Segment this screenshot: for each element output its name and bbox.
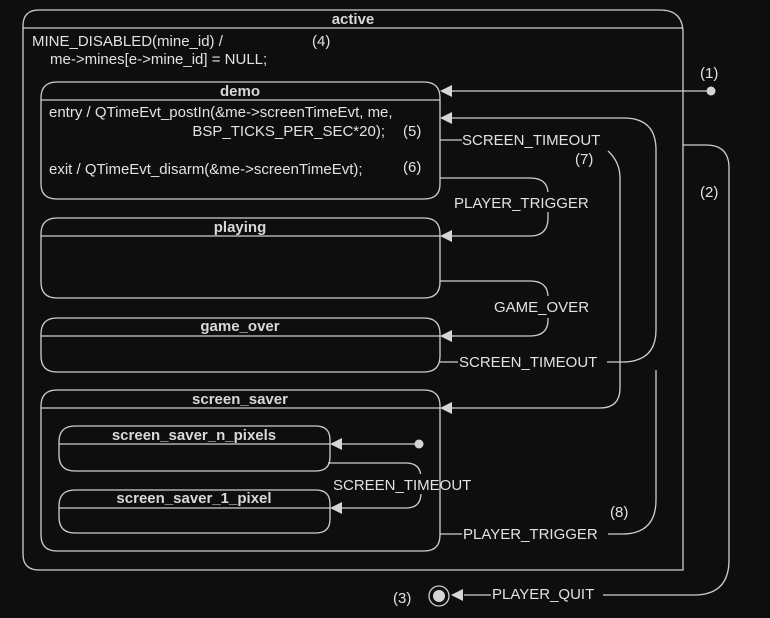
arrowhead-icon: [440, 230, 452, 242]
demo-entry-line1: entry / QTimeEvt_postIn(&me->screenTimeE…: [49, 104, 393, 121]
transition-initial[interactable]: (1): [440, 65, 718, 97]
transition-screen-saver-player-trigger[interactable]: PLAYER_TRIGGER (8): [440, 370, 657, 543]
state-screen-saver-1-pixel[interactable]: screen_saver_1_pixel: [58, 489, 331, 534]
final-state-dot: [433, 590, 445, 602]
ref-1: (1): [700, 65, 718, 82]
final-state[interactable]: (3): [393, 585, 450, 607]
arrowhead-icon: [330, 502, 342, 514]
state-game-over[interactable]: game_over: [40, 317, 441, 373]
transition-playing-game-over[interactable]: GAME_OVER: [440, 280, 600, 342]
state-screen-saver[interactable]: screen_saver: [40, 389, 441, 552]
label-background: [450, 192, 602, 212]
arrowhead-icon: [440, 85, 452, 97]
ref-4: (4): [312, 33, 330, 50]
ref-6: (6): [403, 159, 421, 176]
ref-8: (8): [610, 504, 628, 521]
final-state-ring: [428, 585, 450, 607]
arrowhead-icon: [440, 112, 452, 124]
transition-screen-saver-initial[interactable]: [330, 438, 424, 450]
ref-5: (5): [403, 123, 421, 140]
transition-label-player-trigger: PLAYER_TRIGGER: [454, 195, 589, 212]
state-active-border: [22, 9, 684, 571]
transition-screen-saver-inner-timeout[interactable]: SCREEN_TIMEOUT: [328, 462, 482, 514]
state-screen-saver-n-pixels[interactable]: screen_saver_n_pixels: [58, 425, 331, 472]
arrowhead-icon: [440, 402, 452, 414]
transition-label-screen-timeout: SCREEN_TIMEOUT: [462, 132, 600, 149]
transition-label-screen-timeout-2: SCREEN_TIMEOUT: [459, 354, 597, 371]
internal-transition-line1: MINE_DISABLED(mine_id) /: [32, 33, 224, 50]
ref-2: (2): [700, 184, 718, 201]
ref-7: (7): [575, 151, 593, 168]
state-game-over-title: game_over: [200, 318, 279, 335]
state-playing-border: [40, 217, 441, 299]
transition-label-player-quit: PLAYER_QUIT: [492, 586, 594, 603]
state-active[interactable]: active MINE_DISABLED(mine_id) / me->mine…: [22, 9, 684, 571]
state-active-title: active: [332, 11, 375, 28]
state-game-over-border: [40, 317, 441, 373]
transition-line: [452, 150, 621, 409]
state-demo[interactable]: demo entry / QTimeEvt_postIn(&me->screen…: [40, 81, 441, 200]
demo-entry-line2: BSP_TICKS_PER_SEC*20);: [192, 123, 385, 140]
label-background: [490, 296, 600, 318]
state-screen-saver-n-pixels-title: screen_saver_n_pixels: [112, 427, 276, 444]
transition-line: [603, 144, 730, 596]
state-screen-saver-n-pixels-border: [58, 425, 331, 472]
state-demo-border: [40, 81, 441, 200]
state-playing-title: playing: [214, 219, 267, 236]
state-screen-saver-title: screen_saver: [192, 391, 288, 408]
transition-label-screen-timeout-3: SCREEN_TIMEOUT: [333, 477, 471, 494]
state-screen-saver-border: [40, 389, 441, 552]
arrowhead-icon: [440, 330, 452, 342]
state-screen-saver-1-pixel-border: [58, 489, 331, 534]
state-playing[interactable]: playing: [40, 217, 441, 299]
transition-demo-player-trigger[interactable]: PLAYER_TRIGGER: [440, 177, 602, 242]
demo-exit-line: exit / QTimeEvt_disarm(&me->screenTimeEv…: [49, 161, 363, 178]
transition-line: [608, 370, 657, 535]
state-demo-title: demo: [220, 83, 260, 100]
ref-3: (3): [393, 590, 411, 607]
transition-demo-screen-timeout[interactable]: SCREEN_TIMEOUT (7): [440, 132, 621, 414]
label-background: [330, 474, 482, 494]
internal-transition-line2: me->mines[e->mine_id] = NULL;: [50, 51, 267, 68]
transition-game-over-screen-timeout[interactable]: SCREEN_TIMEOUT: [440, 112, 657, 371]
arrowhead-icon: [451, 589, 463, 601]
arrowhead-icon: [330, 438, 342, 450]
transition-line: [452, 117, 657, 363]
state-screen-saver-1-pixel-title: screen_saver_1_pixel: [116, 490, 271, 507]
transition-label-game-over: GAME_OVER: [494, 299, 589, 316]
transition-label-player-trigger-2: PLAYER_TRIGGER: [463, 526, 598, 543]
transition-player-quit[interactable]: (2) PLAYER_QUIT: [451, 144, 730, 603]
